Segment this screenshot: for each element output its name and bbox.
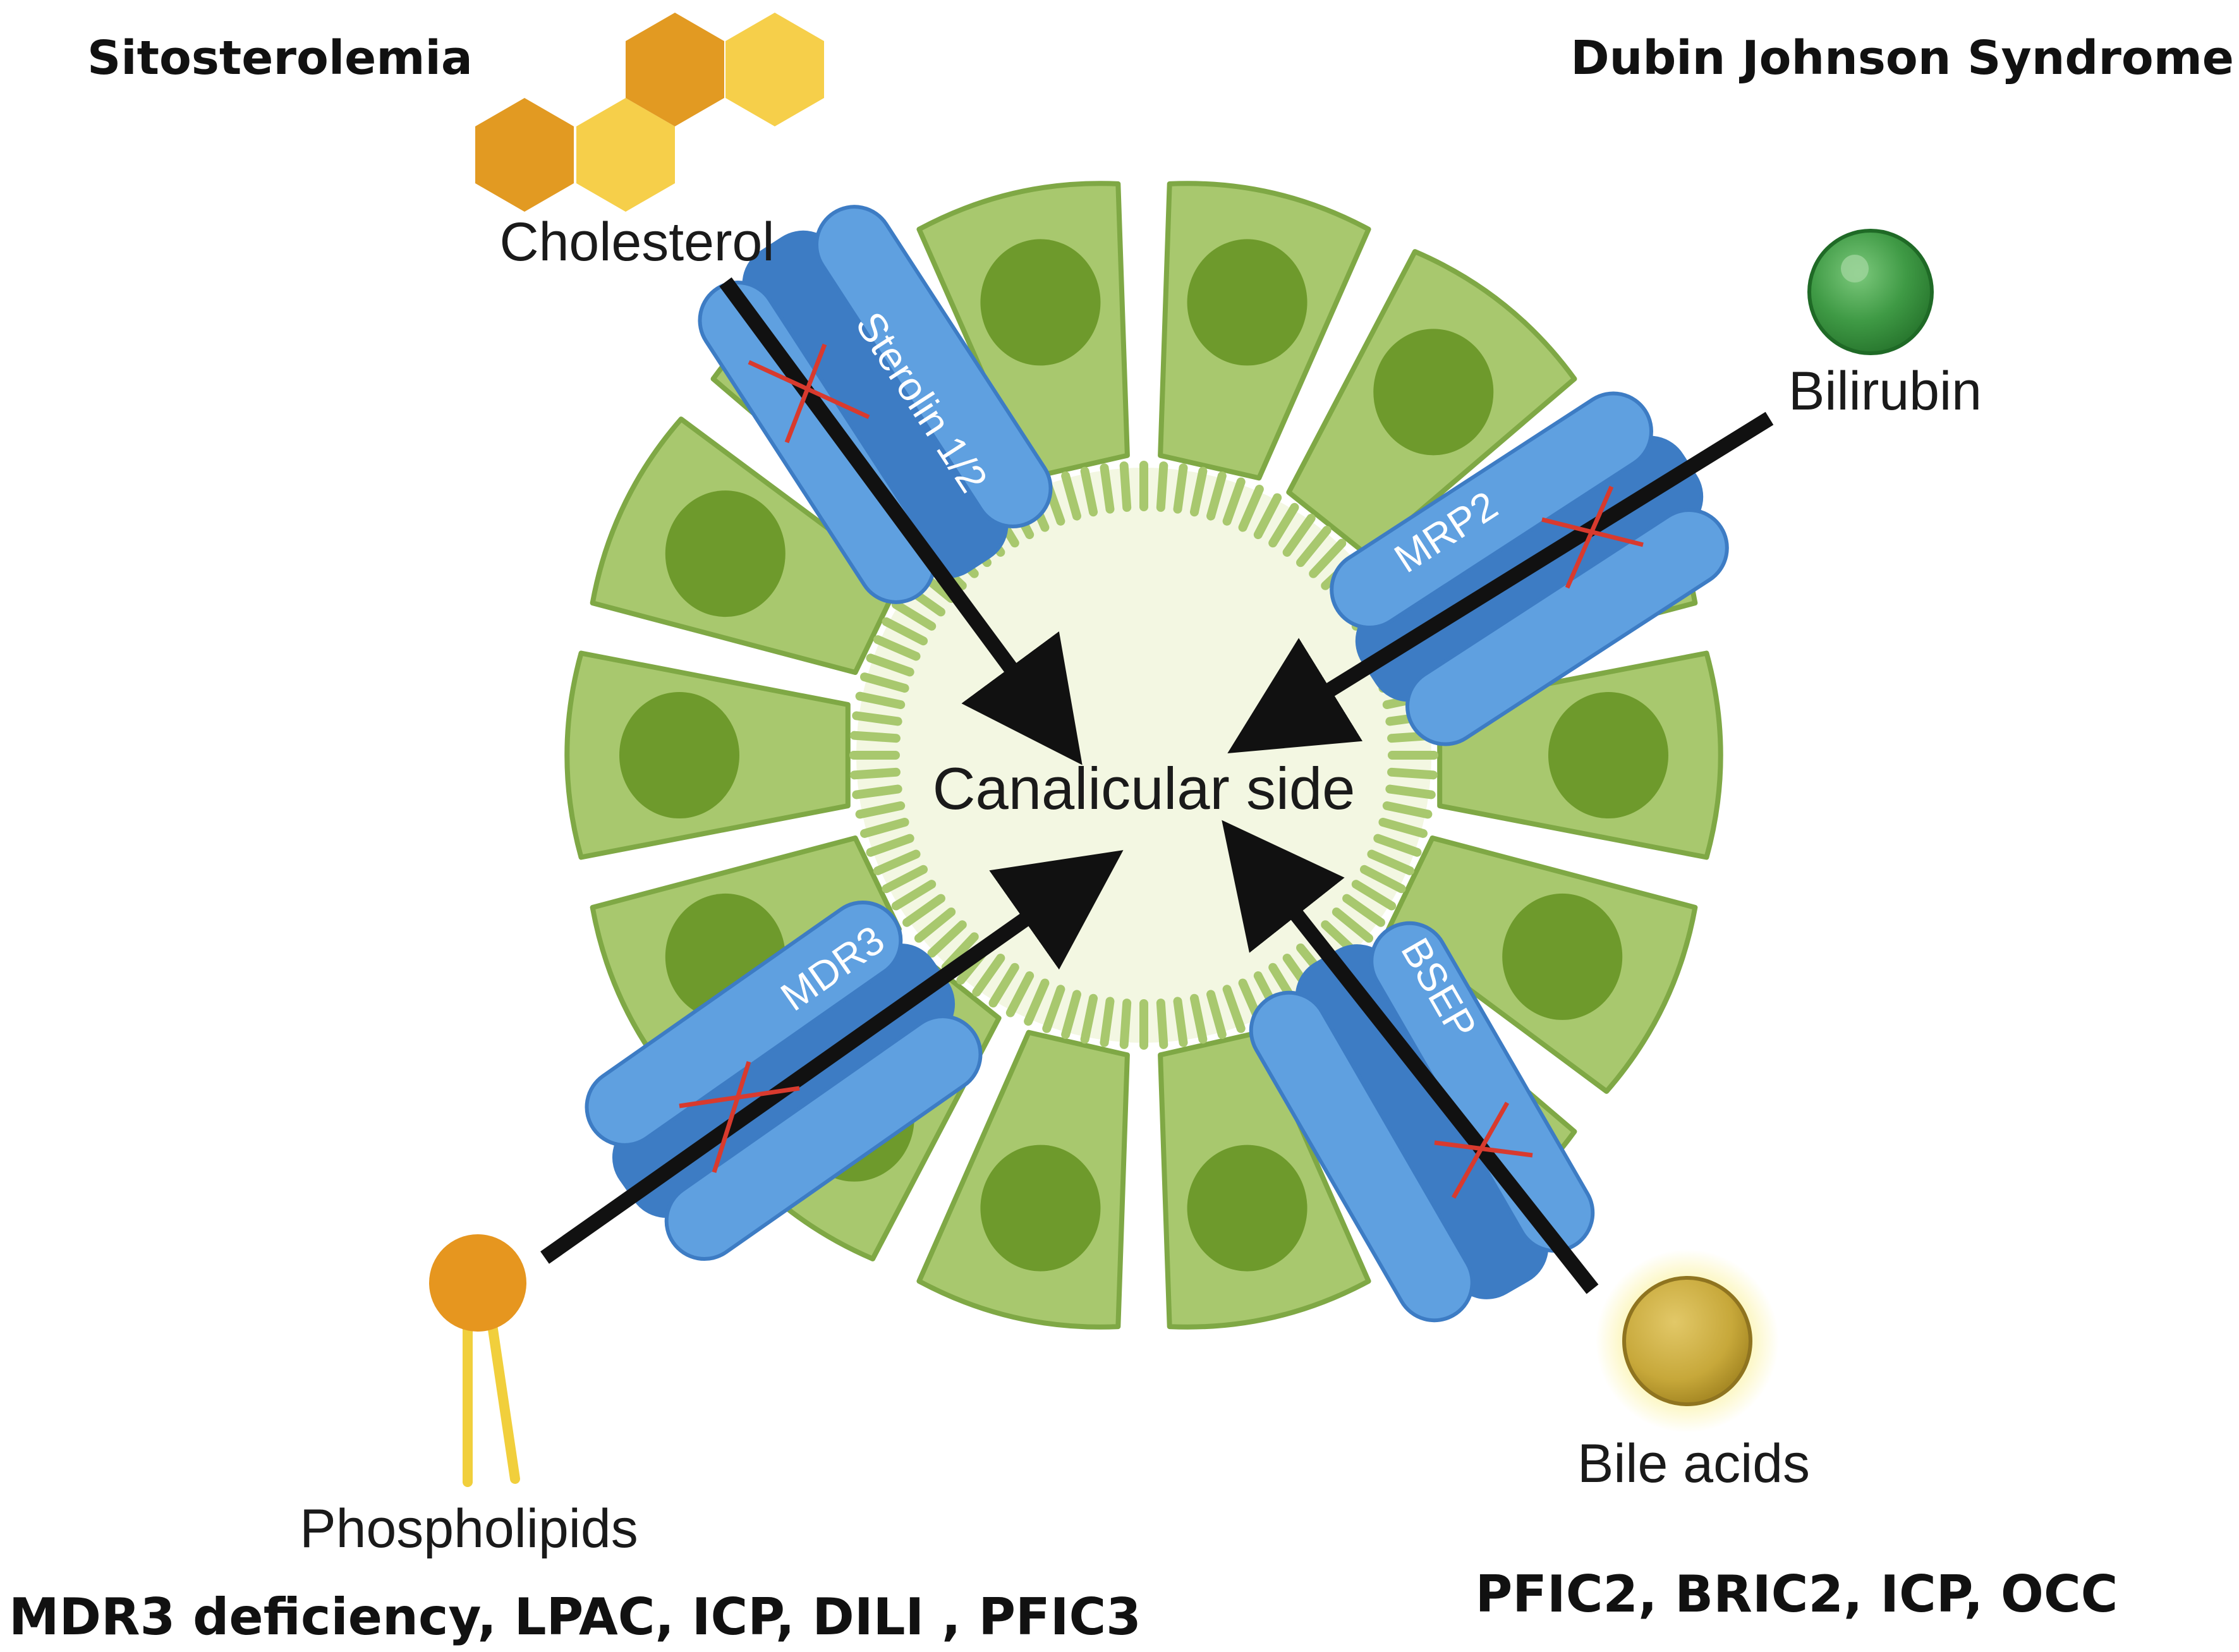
microvillus	[1296, 525, 1332, 568]
microvillus	[1156, 999, 1168, 1049]
mdr3-defect-cross	[679, 1060, 800, 1174]
microvillus	[902, 894, 945, 927]
sitosterolemia-title: Sitosterolemia	[87, 31, 473, 85]
bilirubin-icon	[1807, 229, 1934, 355]
microvillus	[860, 818, 909, 838]
microvillus	[855, 801, 906, 819]
microvillus	[1100, 997, 1115, 1047]
bile-acid-disorders-label: PFIC2, BRIC2, ICP, OCC	[1476, 1565, 2118, 1624]
microvillus	[1387, 767, 1438, 780]
microvillus	[1080, 466, 1098, 517]
microvillus	[1156, 461, 1168, 512]
microvillus	[1061, 990, 1081, 1039]
cell-nucleus	[1187, 239, 1308, 366]
bsep-defect-cross	[1434, 1102, 1533, 1199]
microvillus	[852, 784, 902, 799]
microvillus	[1061, 471, 1081, 521]
microvillus	[1173, 463, 1188, 514]
bilirubin-label: Bilirubin	[1788, 361, 1982, 422]
microvillus	[1367, 849, 1414, 875]
microvillus	[1359, 865, 1406, 894]
phospholipid-disorders-label: MDR3 deficiency, LPAC, ICP, DILI , PFIC3	[9, 1588, 1141, 1646]
microvillus	[1342, 894, 1385, 927]
bilirubin-arrow	[1227, 411, 1774, 754]
canalicular-side-label: Canalicular side	[933, 755, 1356, 822]
transport-arrows	[540, 277, 1774, 1294]
microvillus	[1042, 985, 1065, 1033]
microvillus	[988, 963, 1019, 1008]
microvillus	[873, 635, 921, 661]
microvillus	[1222, 477, 1246, 526]
microvillus	[873, 849, 921, 875]
microvillus	[1238, 485, 1264, 532]
microvillus	[1206, 471, 1227, 521]
microvillus	[1382, 801, 1433, 819]
microvillus	[1080, 993, 1098, 1044]
cholesterol-icon	[475, 13, 824, 212]
microvillus	[1282, 514, 1316, 557]
microvillus	[927, 920, 967, 958]
bile-acids-label: Bile acids	[1577, 1433, 1810, 1494]
microvillus	[1189, 993, 1208, 1044]
cell-nucleus	[1187, 1145, 1308, 1272]
microvillus	[1351, 880, 1397, 911]
sterolin-defect-cross	[748, 343, 870, 444]
microvillus	[882, 865, 928, 894]
microvillus	[866, 834, 914, 857]
cholesterol-arrow	[719, 277, 1083, 765]
microvillus	[860, 672, 909, 693]
bile-acid-arrow	[1222, 820, 1599, 1294]
microvillus	[1268, 502, 1299, 548]
phospholipid-arrow	[540, 850, 1124, 1264]
microvillus	[1173, 997, 1188, 1047]
microvillus	[1119, 461, 1132, 512]
mrp2-defect-cross	[1541, 485, 1644, 589]
microvillus	[914, 908, 956, 943]
cell-nucleus	[1373, 329, 1494, 456]
microvillus	[1100, 463, 1115, 514]
cell-nucleus	[980, 239, 1101, 366]
microvillus	[1206, 990, 1227, 1039]
microvillus	[850, 731, 901, 743]
microvillus	[1024, 978, 1050, 1026]
microvillus	[1309, 538, 1347, 578]
cell-nucleus	[980, 1145, 1101, 1272]
phospholipids-label: Phospholipids	[300, 1498, 638, 1559]
microvillus	[1385, 784, 1436, 799]
microvillus	[1253, 493, 1282, 540]
microvillus	[1005, 971, 1035, 1017]
defect-crosses	[679, 343, 1644, 1199]
dubin-johnson-title: Dubin Johnson Syndrome	[1570, 31, 2234, 85]
bile-acid-icon	[1596, 1249, 1779, 1433]
microvillus	[882, 617, 928, 646]
cell-nucleus	[1548, 692, 1668, 818]
microvillus	[1189, 466, 1208, 517]
microvillus	[891, 880, 937, 911]
phospholipid-icon	[429, 1234, 526, 1487]
cell-nucleus	[619, 692, 739, 818]
microvillus	[891, 600, 937, 631]
microvillus	[1373, 834, 1422, 857]
microvillus	[1222, 985, 1246, 1033]
microvillus	[850, 767, 901, 780]
microvillus	[941, 932, 979, 972]
cell-nucleus	[665, 490, 786, 617]
sterolin-transporter	[698, 205, 1053, 604]
microvillus	[866, 653, 914, 677]
cell-nucleus	[1502, 893, 1623, 1020]
mrp2-transporter	[1330, 391, 1729, 746]
microvillus	[1378, 818, 1428, 838]
microvillus	[855, 691, 906, 710]
microvillus	[852, 711, 902, 726]
cholesterol-label: Cholesterol	[500, 212, 775, 272]
microvillus	[1119, 999, 1132, 1049]
